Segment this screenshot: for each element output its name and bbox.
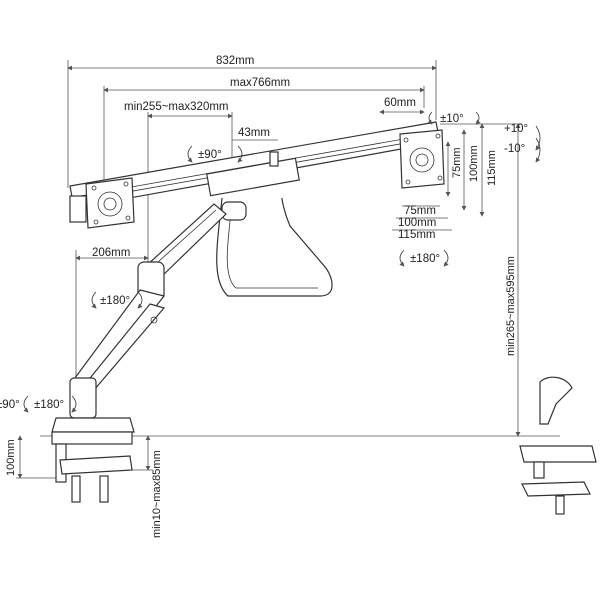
bar-swivel-label: ±90°: [198, 149, 222, 161]
vesa-plate-right: [399, 129, 445, 189]
rotation-labels: ±90° ±10° +10° -10° ±180° ±180° ±180° ±9…: [0, 113, 528, 411]
crossbar: [69, 121, 441, 209]
tilt-plus-label: +10°: [504, 123, 528, 135]
pole-clamp-left: [51, 377, 135, 503]
pole-gap-label: 43mm: [238, 127, 270, 139]
total-width-label: 832mm: [216, 55, 254, 67]
base-rotate-label: ±180°: [34, 399, 64, 411]
dimension-labels: 832mm max766mm min255~max320mm 43mm 60mm…: [5, 55, 517, 538]
vesa-rotate-label: ±180°: [410, 253, 440, 265]
vesa-100-horizontal-label: 100mm: [398, 217, 436, 229]
vesa-100-vertical-label: 100mm: [468, 145, 480, 182]
arm: [71, 203, 227, 391]
vesa-plate-left: [69, 177, 135, 229]
elbow-rotate-label: ±180°: [100, 295, 130, 307]
offset-left-label: 206mm: [92, 247, 130, 259]
base-swivel-label: ±90°: [0, 399, 20, 411]
max-span-label: max766mm: [230, 77, 290, 89]
carry-handle: [216, 197, 333, 297]
vesa-115-horizontal-label: 115mm: [398, 229, 436, 241]
clamp-height-label: 100mm: [5, 439, 17, 476]
rotation-arcs: [23, 111, 541, 413]
arm-length-label: min255~max320mm: [124, 101, 229, 113]
vesa-75-vertical-label: 75mm: [451, 147, 463, 178]
tilt-top-label: ±10°: [440, 113, 464, 125]
tilt-minus-label: -10°: [504, 143, 525, 155]
vesa-75-horizontal-label: 75mm: [404, 205, 436, 217]
clamp-right: [519, 376, 597, 515]
height-range-label: min265~max595mm: [505, 256, 517, 356]
bracket-60-label: 60mm: [384, 97, 416, 109]
vesa-115-vertical-label: 115mm: [486, 150, 498, 186]
desk-thickness-label: min10~max85mm: [151, 450, 163, 538]
